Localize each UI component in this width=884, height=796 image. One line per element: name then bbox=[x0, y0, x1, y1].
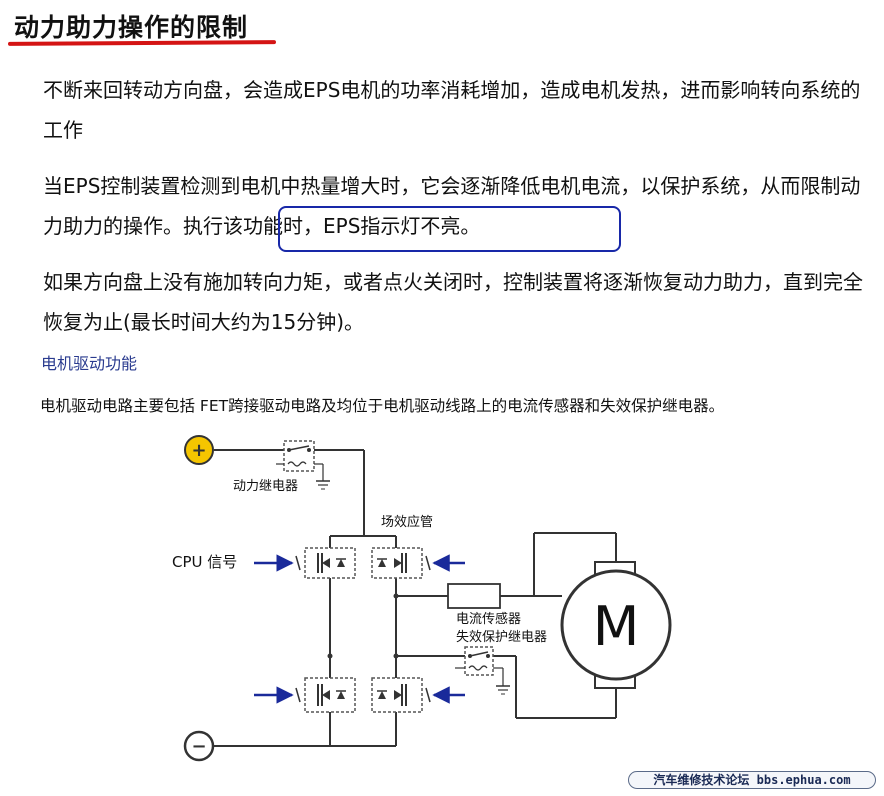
signal-arrows bbox=[254, 554, 465, 704]
circuit-wires bbox=[214, 449, 617, 747]
section-heading-motor-drive: 电机驱动功能 bbox=[41, 354, 138, 373]
current-sensor-icon bbox=[447, 583, 501, 609]
positive-terminal: + bbox=[184, 435, 214, 465]
paragraph-motor-drive: 电机驱动电路主要包括 FET跨接驱动电路及均位于电机驱动线路上的电流传感器和失效… bbox=[40, 397, 725, 415]
paragraph-current-limit-text: 当EPS控制装置检测到电机中热量增大时，它会逐渐降低电机电流，以保护系统，从而限… bbox=[43, 174, 861, 238]
fet-bottom-left-icon bbox=[304, 677, 356, 713]
cpu-signal-label: CPU 信号 bbox=[172, 553, 237, 571]
failsafe-relay-label: 失效保护继电器 bbox=[456, 630, 547, 645]
page-title: 动力助力操作的限制 bbox=[14, 13, 249, 42]
paragraph-current-limit: 当EPS控制装置检测到电机中热量增大时，它会逐渐降低电机电流，以保护系统，从而限… bbox=[43, 166, 873, 246]
highlighted-note: 执行该功能时，EPS指示灯不亮。 bbox=[183, 214, 481, 238]
fet-bottom-right-icon bbox=[371, 677, 423, 713]
junction-dots bbox=[327, 593, 399, 659]
paragraph-recovery: 如果方向盘上没有施加转向力矩，或者点火关闭时，控制装置将逐渐恢复动力助力，直到完… bbox=[43, 270, 863, 334]
watermark: 汽车维修技术论坛 bbs.ephua.com bbox=[628, 771, 876, 789]
fet-label: 场效应管 bbox=[381, 514, 433, 530]
gate-switch-marks bbox=[295, 555, 431, 703]
highlight-box bbox=[278, 206, 621, 252]
motor-symbol: M bbox=[593, 595, 640, 658]
fet-top-right-icon bbox=[371, 547, 423, 579]
negative-terminal: − bbox=[183, 730, 215, 762]
power-relay-label: 动力继电器 bbox=[233, 479, 298, 494]
current-sensor-label: 电流传感器 bbox=[456, 611, 521, 627]
power-relay-icon bbox=[276, 440, 330, 490]
motor-icon: M bbox=[560, 561, 672, 689]
positive-symbol: + bbox=[191, 440, 206, 461]
negative-symbol: − bbox=[191, 736, 206, 757]
paragraph-heat-cause: 不断来回转动方向盘，会造成EPS电机的功率消耗增加，造成电机发热，进而影响转向系… bbox=[43, 78, 861, 142]
failsafe-relay-icon bbox=[455, 646, 510, 695]
fet-top-left-icon bbox=[304, 547, 356, 579]
